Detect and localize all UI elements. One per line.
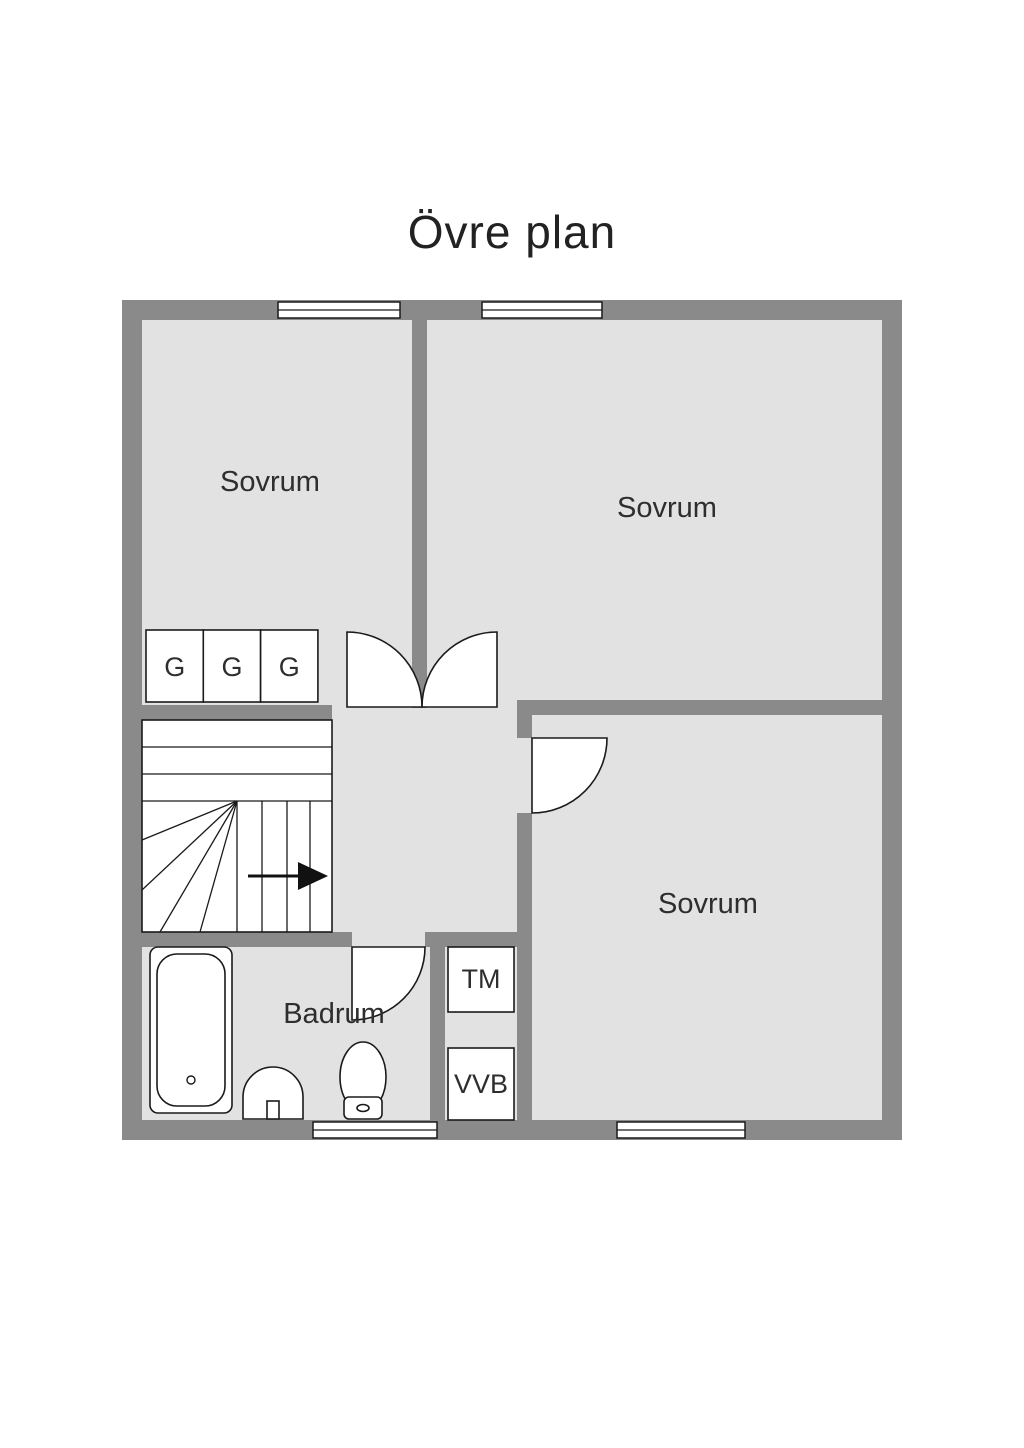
wall-bathroom-top-right — [425, 932, 517, 947]
page-title: Övre plan — [408, 206, 616, 258]
wall-between-top-bedrooms — [412, 320, 427, 708]
water-heater-label: VVB — [454, 1069, 508, 1099]
stairs-direction-arrow — [248, 862, 328, 890]
wardrobe-label: G — [279, 652, 300, 682]
staircase-icon — [141, 719, 333, 933]
washing-machine-box: TM — [447, 946, 515, 1013]
room-label-bedroom-bottom-right: Sovrum — [658, 888, 758, 920]
door-swing-icon — [351, 946, 426, 1021]
washing-machine-label: TM — [462, 964, 501, 994]
wardrobes: G G G — [145, 629, 319, 703]
wardrobe-label: G — [164, 652, 185, 682]
doors — [346, 631, 608, 1021]
door-swing-icon — [421, 631, 498, 708]
room-label-bedroom-top-right: Sovrum — [617, 492, 717, 524]
wall-hall-bedroom-stub — [517, 715, 532, 738]
wall-hall-bedroom — [517, 813, 532, 1120]
window-icon — [312, 1121, 438, 1139]
room-labels: Sovrum Sovrum Sovrum Badrum — [220, 466, 758, 1030]
wardrobe-box: G — [145, 629, 205, 703]
window-icon — [481, 301, 603, 319]
wall-bathroom-top-left — [142, 932, 352, 947]
outer-wall-bottom — [122, 1120, 902, 1140]
sink-icon — [242, 1066, 304, 1120]
wardrobe-box: G — [202, 629, 262, 703]
door-swing-icon — [346, 631, 423, 708]
wall-bedroom-right-bottom — [517, 700, 882, 715]
water-heater-box: VVB — [447, 1047, 515, 1121]
window-icon — [277, 301, 401, 319]
outer-wall-right — [882, 300, 902, 1140]
windows — [277, 301, 746, 1139]
outer-wall-left — [122, 300, 142, 1140]
bathtub-icon — [149, 946, 233, 1114]
toilet-icon — [339, 1041, 387, 1120]
wall-above-stairs — [142, 705, 332, 720]
room-label-bathroom: Badrum — [283, 998, 385, 1030]
room-label-bedroom-top-left: Sovrum — [220, 466, 320, 498]
window-icon — [616, 1121, 746, 1139]
wardrobe-label: G — [221, 652, 242, 682]
door-swing-icon — [531, 737, 608, 814]
wall-bathroom-niche — [430, 947, 445, 1120]
wardrobe-box: G — [259, 629, 319, 703]
